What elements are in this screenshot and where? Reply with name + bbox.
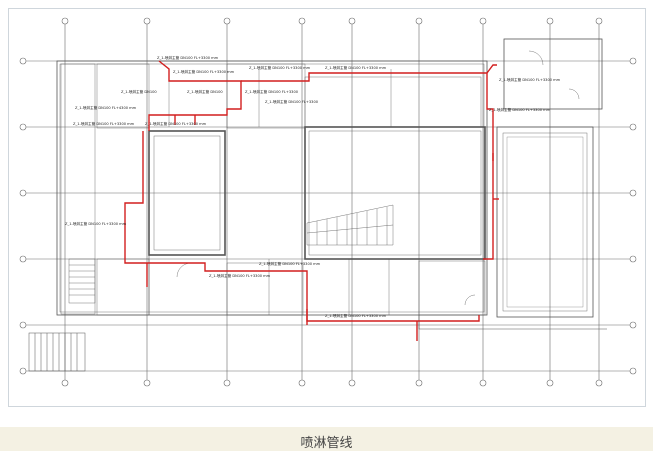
grid-bubble — [629, 123, 637, 131]
grid-bubble — [415, 17, 423, 25]
door-arc — [528, 50, 544, 66]
grid-bubble — [629, 321, 637, 329]
sprinkler-pipes — [124, 60, 499, 341]
grid-bubble — [19, 57, 27, 65]
room-mid-top — [226, 63, 306, 129]
stair-center — [306, 204, 394, 246]
pipe-label: Z_1-喷淋主管 DN100 FL+3300 — [265, 99, 319, 104]
courtyard-left — [148, 130, 226, 256]
grid-bubble — [348, 17, 356, 25]
room-left-column — [60, 63, 96, 315]
pipe-labels: Z_1-喷淋主管 DN100 FL+3300 mm Z_1-喷淋主管 DN100… — [65, 55, 561, 318]
pipe-label: Z_1-喷淋主管 DN100 FL+3300 mm — [259, 261, 321, 266]
pipe-label: Z_1-喷淋主管 DN100 — [121, 89, 157, 94]
room-top-right — [503, 38, 603, 110]
grid-bubble — [298, 379, 306, 387]
grid-bubble — [61, 17, 69, 25]
grid-bubble — [546, 379, 554, 387]
stair-outside — [28, 332, 86, 372]
grid-bubble — [348, 379, 356, 387]
grid-bubble — [19, 255, 27, 263]
bottom-wall-extension — [418, 315, 607, 330]
pipe-label: Z_1-喷淋主管 DN100 FL+3300 mm — [489, 107, 551, 112]
grid-bubble — [143, 379, 151, 387]
pipe-label: Z_1-喷淋主管 DN100 FL+3300 — [245, 89, 299, 94]
pipe-label: Z_1-喷淋主管 DN100 FL+3300 mm — [145, 121, 207, 126]
grid-bubble — [223, 379, 231, 387]
grid-bubble — [61, 379, 69, 387]
pipe-label: Z_1-喷淋主管 DN100 FL+3300 mm — [325, 313, 387, 318]
caption-background — [0, 427, 653, 451]
pipe-label: Z_1-喷淋主管 DN100 FL+3300 mm — [325, 65, 387, 70]
pipe-label: Z_1-喷淋主管 DN100 FL+3300 mm — [73, 121, 135, 126]
grid-bubble — [629, 57, 637, 65]
grid-bubble — [19, 189, 27, 197]
sprinkler-pipe — [124, 131, 147, 264]
figure-caption: 喷淋管线 — [300, 436, 353, 451]
room-top-center — [304, 76, 482, 128]
door-arc — [464, 294, 476, 306]
grid-bubble — [595, 379, 603, 387]
axis-bubbles — [19, 17, 637, 387]
grid-bubble — [415, 379, 423, 387]
pool-inner-2 — [506, 136, 584, 308]
grid-bubble — [479, 379, 487, 387]
building-walls — [56, 38, 607, 330]
pipe-label: Z_1-喷淋主管 DN100 FL+3300 mm — [209, 273, 271, 278]
axis-grid — [23, 21, 633, 381]
pipe-label: Z_1-喷淋主管 DN100 FL+3300 mm — [249, 65, 311, 70]
grid-bubble — [595, 17, 603, 25]
courtyard-center-inner — [308, 130, 482, 256]
stair-left — [68, 258, 96, 304]
sprinkler-pipe — [147, 262, 480, 322]
grid-bubble — [479, 17, 487, 25]
stair-outline — [68, 258, 96, 304]
room-bottom-mid — [226, 262, 304, 316]
grid-bubble — [223, 17, 231, 25]
pipe-label: Z_1-喷淋主管 DN100 FL+4300 mm — [75, 105, 137, 110]
room-top-left — [96, 63, 150, 129]
grid-bubble — [298, 17, 306, 25]
pool-inner — [502, 132, 588, 312]
pipe-label: Z_1-喷淋主管 DN100 FL+3300 mm — [173, 69, 235, 74]
courtyard-left-inner — [153, 135, 221, 251]
grid-bubble — [629, 255, 637, 263]
room-bottom-right — [418, 260, 486, 316]
grid-bubble — [629, 189, 637, 197]
room-bottom-left — [96, 258, 150, 316]
door-arc — [568, 88, 580, 100]
stair-rail — [306, 224, 394, 234]
grid-bubble — [19, 367, 27, 375]
pipe-label: Z_1-喷淋主管 DN100 FL+3300 mm — [499, 77, 561, 82]
pipe-label: Z_1-喷淋主管 DN100 — [187, 89, 223, 94]
sprinkler-pipe — [241, 72, 494, 260]
sprinkler-pipe — [486, 64, 497, 74]
pool — [496, 126, 594, 318]
grid-bubble — [546, 17, 554, 25]
pipe-label: Z_1-喷淋主管 DN100 FL+3300 mm — [157, 55, 219, 60]
drawing-frame: Z_1-喷淋主管 DN100 FL+3300 mm Z_1-喷淋主管 DN100… — [8, 8, 646, 407]
grid-bubble — [19, 123, 27, 131]
floor-plan: Z_1-喷淋主管 DN100 FL+3300 mm Z_1-喷淋主管 DN100… — [19, 17, 637, 387]
door-arc — [176, 262, 192, 278]
stair-outline — [306, 204, 394, 246]
stair-outline — [28, 332, 86, 372]
pipe-label: Z_1-喷淋主管 DN100 FL+3300 mm — [65, 221, 127, 226]
grid-bubble — [19, 321, 27, 329]
grid-bubble — [629, 367, 637, 375]
grid-bubble — [143, 17, 151, 25]
